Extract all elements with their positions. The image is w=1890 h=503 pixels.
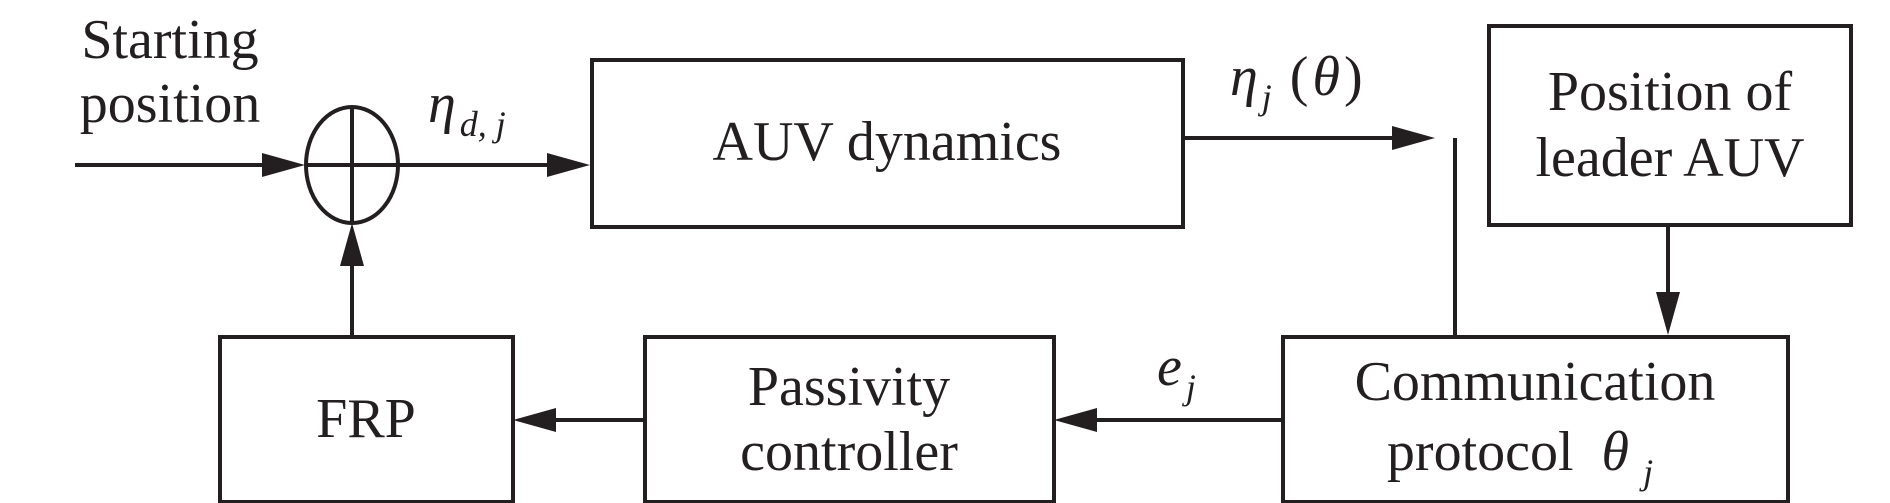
leader-position-block: Position of leader AUV: [1487, 24, 1853, 227]
svg-text:FRP: FRP: [316, 388, 416, 450]
auv-output-arrowhead: [1392, 126, 1435, 150]
svg-text:Starting: Starting: [81, 9, 258, 71]
comm-to-passivity-arrowhead: [1054, 408, 1097, 432]
protocol-word: protocol: [1387, 421, 1574, 483]
sum-to-auv-arrowhead: [547, 153, 590, 177]
starting-position-label: Starting position: [80, 9, 260, 135]
svg-text:Position of: Position of: [1548, 61, 1793, 123]
e-j-label: e j: [1157, 336, 1196, 407]
eta-d-label: η d, j: [428, 73, 506, 144]
frp-to-sum-arrowhead: [340, 223, 364, 266]
frp-block: FRP: [218, 335, 515, 503]
svg-text:protocol θ j: protocol θ j: [1387, 421, 1653, 492]
theta-symbol: θ: [1602, 421, 1630, 483]
svg-text:Communication: Communication: [1355, 351, 1716, 413]
svg-text:controller: controller: [740, 421, 958, 483]
auv-dynamics-block: AUV dynamics: [590, 58, 1185, 229]
input-arrowhead: [262, 153, 305, 177]
passivity-controller-block: Passivity controller: [643, 335, 1056, 503]
svg-text:position: position: [80, 73, 260, 135]
summing-junction: [304, 105, 400, 225]
svg-text:Passivity: Passivity: [748, 356, 950, 418]
svg-text:AUV dynamics: AUV dynamics: [713, 111, 1062, 173]
leader-to-comm-arrowhead: [1656, 292, 1680, 335]
theta-subscript: j: [1639, 452, 1653, 492]
communication-protocol-block: Communication protocol θ j: [1281, 335, 1790, 503]
eta-j-label: η j ( θ ): [1230, 46, 1363, 117]
svg-text:leader AUV: leader AUV: [1535, 127, 1804, 189]
passivity-to-frp-arrowhead: [513, 408, 556, 432]
